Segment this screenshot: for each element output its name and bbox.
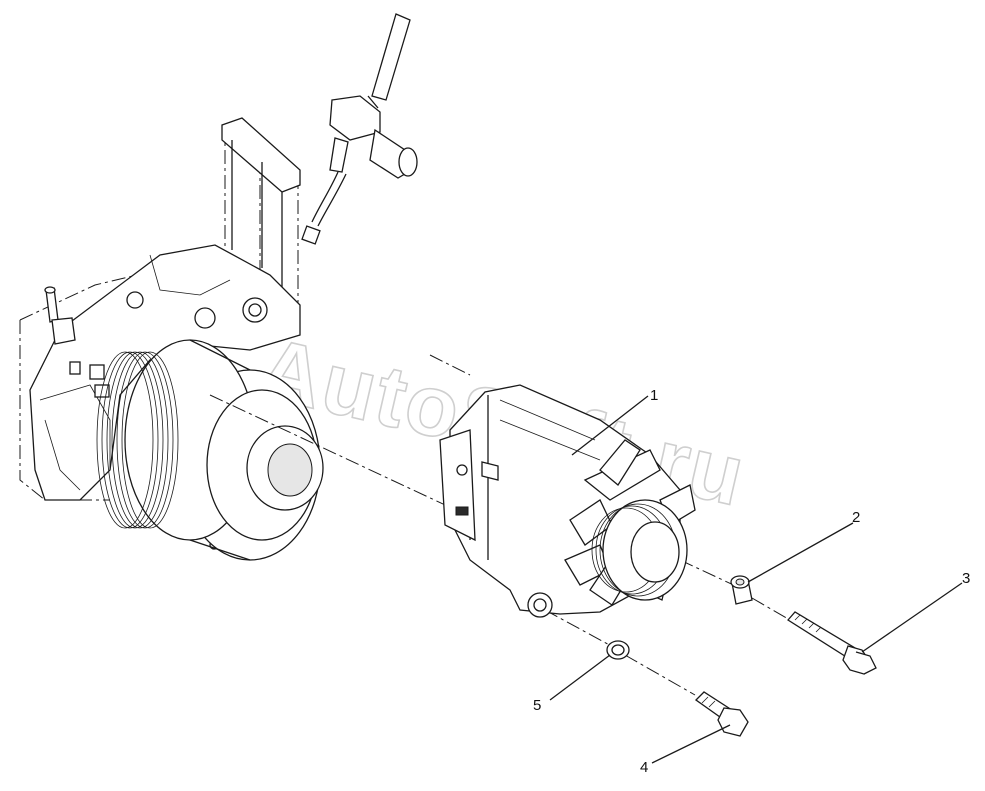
long-bolt-part-3 bbox=[787, 611, 877, 675]
pulley-ribs bbox=[96, 351, 179, 529]
washer-part-5 bbox=[606, 640, 630, 660]
alternator-part-1 bbox=[439, 384, 696, 618]
leader-lines bbox=[549, 395, 963, 764]
callout-2: 2 bbox=[852, 509, 860, 526]
engine-bracket-assembly bbox=[19, 117, 324, 561]
short-bolt-part-4 bbox=[694, 691, 749, 737]
bushing-part-2 bbox=[730, 575, 753, 605]
callout-3: 3 bbox=[962, 570, 970, 587]
sensor-harness bbox=[311, 13, 418, 227]
callout-1: 1 bbox=[650, 387, 658, 404]
callout-5: 5 bbox=[533, 697, 541, 714]
callout-4: 4 bbox=[640, 759, 648, 776]
